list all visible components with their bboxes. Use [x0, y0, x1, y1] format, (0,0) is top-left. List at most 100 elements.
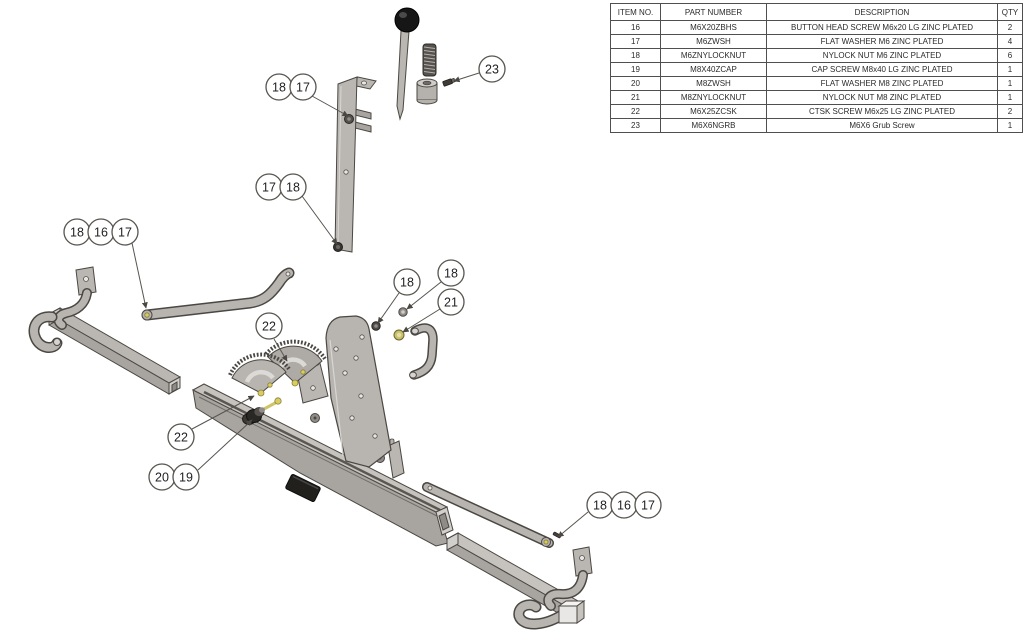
leader-line: [197, 419, 253, 471]
bom-header-3: QTY: [997, 3, 1023, 21]
balloon-label: 18: [400, 276, 414, 290]
balloon-label: 16: [617, 499, 631, 513]
gear-sector-rear: [267, 345, 323, 384]
table-cell: FLAT WASHER M6 ZINC PLATED: [766, 34, 998, 49]
table-cell: 4: [997, 34, 1023, 49]
balloon-label: 18: [70, 226, 84, 240]
table-cell: M6X20ZBHS: [660, 20, 767, 35]
table-cell: NYLOCK NUT M8 ZINC PLATED: [766, 90, 998, 105]
table-cell: 22: [610, 104, 661, 119]
balloon-label: 18: [286, 181, 300, 195]
balloon-item-17: [289, 73, 317, 101]
table-cell: 18: [610, 48, 661, 63]
table-cell: M8X40ZCAP: [660, 62, 767, 77]
leader-line: [273, 338, 288, 362]
table-cell: 19: [610, 62, 661, 77]
table-cell: 17: [610, 34, 661, 49]
rubber-pad: [285, 473, 321, 503]
balloon-item-17: [111, 218, 139, 246]
table-cell: CAP SCREW M8x40 LG ZINC PLATED: [766, 62, 998, 77]
balloon-item-22: [255, 312, 283, 340]
leader-line: [377, 292, 400, 324]
table-cell: BUTTON HEAD SCREW M6x20 LG ZINC PLATED: [766, 20, 998, 35]
leader-line: [402, 308, 441, 333]
table-cell: M6X6 Grub Screw: [766, 118, 998, 133]
table-cell: M8ZNYLOCKNUT: [660, 90, 767, 105]
spring: [422, 43, 437, 77]
balloon-label: 19: [179, 471, 193, 485]
table-cell: 23: [610, 118, 661, 133]
balloon-item-19: [172, 463, 200, 491]
balloon-item-18: [393, 268, 421, 296]
leader-line: [311, 95, 349, 117]
balloon-item-17: [634, 491, 662, 519]
table-cell: 2: [997, 104, 1023, 119]
left-link-arm: [141, 267, 295, 321]
balloon-item-22: [167, 423, 195, 451]
main-frame-assembly: [191, 307, 454, 547]
table-cell: M6X6NGRB: [660, 118, 767, 133]
right-rail-end-block: [557, 600, 586, 624]
gear-sector-front: [231, 359, 287, 394]
beam-end-plate: [387, 440, 405, 479]
balloon-label: 18: [444, 267, 458, 281]
table-cell: 2: [997, 20, 1023, 35]
balloon-label: 18: [272, 81, 286, 95]
bom-header-0: ITEM NO.: [610, 3, 661, 21]
balloon-item-21: [437, 288, 465, 316]
balloon-label: 22: [174, 431, 188, 445]
table-cell: NYLOCK NUT M6 ZINC PLATED: [766, 48, 998, 63]
table-cell: 1: [997, 90, 1023, 105]
balloon-label: 17: [118, 226, 132, 240]
leader-line: [131, 242, 148, 309]
leader-line: [191, 395, 255, 430]
left-rail-tube: [47, 307, 182, 384]
table-cell: M6ZNYLOCKNUT: [660, 48, 767, 63]
balloon-label: 18: [593, 499, 607, 513]
balloon-label: 20: [155, 471, 169, 485]
table-cell: 1: [997, 118, 1023, 133]
leader-line: [301, 195, 338, 245]
u-rod: [409, 323, 438, 380]
balloon-label: 16: [94, 226, 108, 240]
table-cell: M6X25ZCSK: [660, 104, 767, 119]
table-cell: CTSK SCREW M6x25 LG ZINC PLATED: [766, 104, 998, 119]
table-cell: FLAT WASHER M8 ZINC PLATED: [766, 76, 998, 91]
gear-quadrants: [228, 339, 329, 404]
table-cell: 20: [610, 76, 661, 91]
leader-line: [406, 281, 442, 310]
table-cell: 6: [997, 48, 1023, 63]
left-rail-assembly: [28, 266, 182, 395]
table-cell: 21: [610, 90, 661, 105]
right-link-arm: [422, 482, 562, 548]
balloon-label: 17: [262, 181, 276, 195]
balloon-item-23: [478, 55, 506, 83]
lever-arm: [333, 76, 377, 253]
grub-screw: [442, 77, 456, 87]
leader-line: [557, 511, 589, 538]
cap-screw-washer-stack: [242, 397, 282, 425]
right-rail-bracket: [572, 546, 593, 577]
table-cell: 16: [610, 20, 661, 35]
ball-knob: [394, 7, 420, 33]
balloon-item-18: [437, 259, 465, 287]
balloon-label: 22: [262, 320, 276, 334]
leader-line: [453, 72, 480, 83]
bom-header-1: PART NUMBER: [660, 3, 767, 21]
balloon-label: 23: [485, 63, 499, 77]
table-cell: M6ZWSH: [660, 34, 767, 49]
spacer-bushing: [416, 78, 438, 105]
balloon-label: 17: [641, 499, 655, 513]
